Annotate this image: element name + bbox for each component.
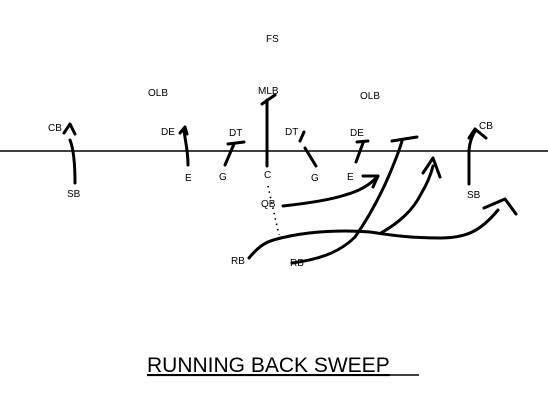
- label-rb-left: RB: [231, 256, 245, 267]
- arrow-rb-branch: [421, 156, 442, 179]
- label-sb-left: SB: [67, 189, 81, 200]
- pitch-line: [267, 185, 280, 236]
- label-de-right: DE: [350, 128, 364, 139]
- arrow-sb-left: [62, 122, 77, 136]
- label-olb-right: OLB: [360, 91, 380, 102]
- arrow-rb-left: [482, 197, 518, 216]
- label-g-left: G: [219, 172, 227, 183]
- arrow-qb: [361, 174, 380, 189]
- label-olb-left: OLB: [148, 88, 168, 99]
- label-cb-right: CB: [479, 121, 493, 132]
- route-rb-branch: [379, 164, 435, 235]
- label-de-left: DE: [161, 127, 175, 138]
- label-cb-left: CB: [48, 123, 62, 134]
- label-sb-right: SB: [467, 190, 481, 201]
- arrow-rb-right-top: [390, 135, 419, 143]
- arrow-e-left: [178, 125, 189, 136]
- label-g-right: G: [311, 173, 319, 184]
- route-g-right: [298, 130, 318, 168]
- route-e-right: [354, 139, 370, 164]
- label-qb: QB: [261, 199, 276, 210]
- label-dt-right: DT: [285, 127, 298, 138]
- label-e-right: E: [347, 172, 354, 183]
- play-title: RUNNING BACK SWEEP: [147, 354, 390, 377]
- label-e-left: E: [185, 173, 192, 184]
- route-qb: [281, 174, 380, 208]
- label-mlb: MLB: [258, 86, 279, 97]
- label-dt-left: DT: [229, 128, 242, 139]
- route-sb-left: [68, 138, 77, 185]
- route-rb-left: [247, 208, 500, 260]
- route-rb-right: [290, 139, 404, 265]
- arrow-sb-right: [467, 127, 488, 140]
- route-g-left: [223, 140, 246, 167]
- label-c: C: [264, 170, 271, 181]
- route-mlb: [260, 93, 277, 168]
- route-e-left: [182, 128, 190, 167]
- label-fs: FS: [266, 34, 279, 45]
